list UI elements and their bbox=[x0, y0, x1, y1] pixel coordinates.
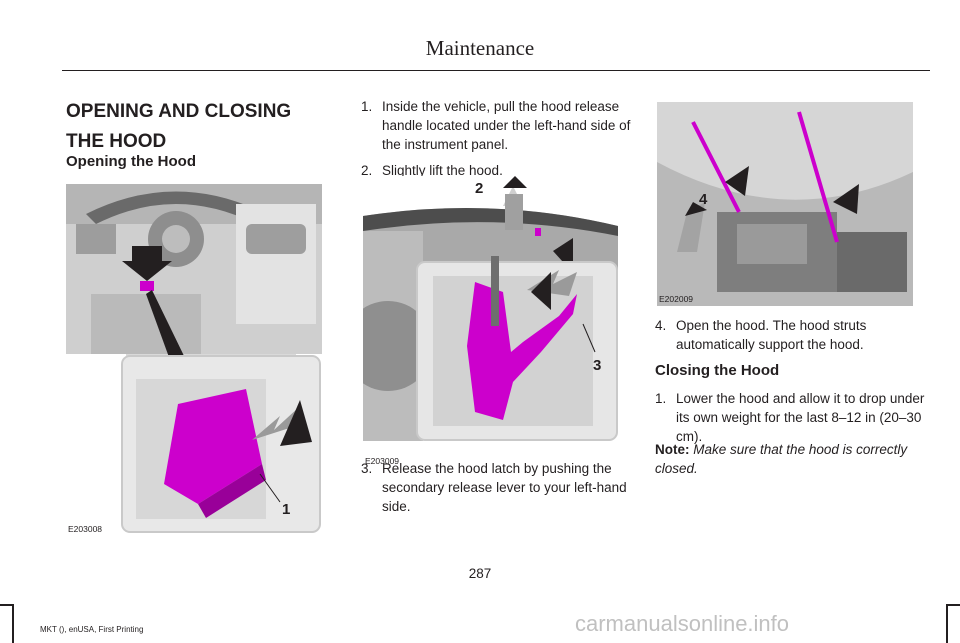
list-item: 2. Slightly lift the hood. bbox=[361, 161, 631, 180]
down-arrow-icon bbox=[122, 246, 172, 281]
step-number: 2. bbox=[361, 163, 373, 178]
step-text: Release the hood latch by pushing the se… bbox=[382, 461, 627, 514]
open-motion-arrow bbox=[677, 202, 705, 252]
note-text: Make sure that the hood is correctly clo… bbox=[655, 442, 908, 476]
step-text: Lower the hood and allow it to drop unde… bbox=[676, 391, 925, 444]
list-item: 1. Inside the vehicle, pull the hood rel… bbox=[361, 97, 631, 154]
figure-hood-latch: 2 3 bbox=[363, 176, 618, 466]
step-text: Slightly lift the hood. bbox=[382, 163, 503, 178]
crop-mark bbox=[946, 604, 960, 606]
step-number: 1. bbox=[655, 391, 667, 406]
latch-marker bbox=[535, 228, 541, 236]
figure-id-label: E203009 bbox=[365, 456, 400, 466]
closing-heading: Closing the Hood bbox=[655, 362, 780, 379]
left-strut-arrow-icon bbox=[725, 166, 749, 196]
pull-motion-arrow bbox=[252, 408, 302, 440]
pull-arrow-icon bbox=[280, 400, 312, 446]
list-item: 4. Open the hood. The hood struts automa… bbox=[655, 316, 925, 354]
release-handle-part bbox=[164, 389, 262, 504]
lift-arrow-icon bbox=[503, 176, 527, 188]
push-arrow-icon bbox=[531, 272, 551, 310]
figure-id-label: E203008 bbox=[68, 524, 103, 534]
figure-hood-struts: 4 bbox=[657, 102, 913, 306]
steps-list-1: 1. Inside the vehicle, pull the hood rel… bbox=[361, 97, 631, 180]
section-title: OPENING AND CLOSING THE HOOD bbox=[66, 101, 292, 152]
lift-motion-arrow bbox=[505, 194, 523, 230]
closing-steps: 1. Lower the hood and allow it to drop u… bbox=[655, 389, 930, 446]
step-number: 4. bbox=[655, 318, 667, 333]
hood-struts-illustration: 4 bbox=[657, 102, 913, 306]
step-text: Inside the vehicle, pull the hood releas… bbox=[382, 99, 631, 152]
callout-3: 3 bbox=[593, 357, 601, 374]
note-label: Note: bbox=[655, 442, 690, 457]
step-number: 3. bbox=[361, 461, 373, 476]
hood-latch-illustration: 2 3 bbox=[363, 176, 618, 466]
list-item: 1. Lower the hood and allow it to drop u… bbox=[655, 389, 930, 446]
page-header-title: Maintenance bbox=[425, 36, 535, 60]
release-handle-marker bbox=[140, 281, 154, 291]
right-hood-strut bbox=[797, 111, 839, 243]
steps-list-3: 4. Open the hood. The hood struts automa… bbox=[655, 316, 925, 354]
opening-heading: Opening the Hood bbox=[66, 153, 196, 170]
crop-mark bbox=[0, 604, 14, 606]
header-rule bbox=[62, 70, 930, 71]
callout-4: 4 bbox=[699, 191, 708, 208]
right-strut-arrow-icon bbox=[833, 184, 859, 214]
figure-id-label: E202009 bbox=[659, 294, 694, 304]
steps-list-2: 3. Release the hood latch by pushing the… bbox=[361, 459, 631, 516]
step-text: Open the hood. The hood struts automatic… bbox=[676, 318, 867, 352]
edition-footer: MKT (), enUSA, First Printing bbox=[40, 625, 144, 634]
release-handle-illustration: 1 bbox=[66, 184, 322, 534]
closing-note: Note: Make sure that the hood is correct… bbox=[655, 440, 930, 478]
list-item: 3. Release the hood latch by pushing the… bbox=[361, 459, 631, 516]
crop-mark bbox=[12, 605, 14, 643]
callout-2: 2 bbox=[475, 180, 483, 197]
left-hood-strut bbox=[691, 121, 741, 213]
step-number: 1. bbox=[361, 99, 373, 114]
page-number: 287 bbox=[468, 566, 492, 581]
figure-release-handle: 1 bbox=[66, 184, 322, 534]
watermark: carmanualsonline.info bbox=[575, 611, 790, 636]
callout-1: 1 bbox=[282, 501, 290, 518]
crop-mark bbox=[946, 605, 948, 643]
